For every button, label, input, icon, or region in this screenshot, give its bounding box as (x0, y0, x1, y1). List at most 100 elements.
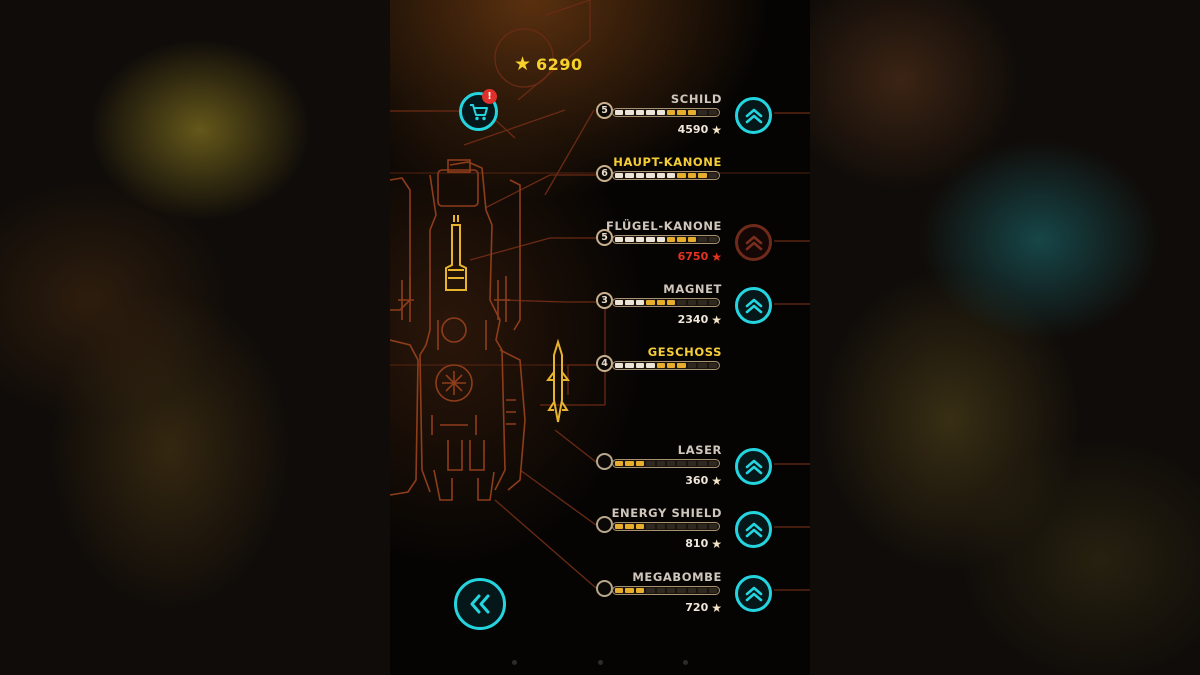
progress-segment (677, 363, 686, 368)
level-badge-energy-shield (596, 516, 613, 533)
progress-segment (667, 110, 676, 115)
upgrade-name-energy-shield: ENERGY SHIELD (611, 506, 722, 520)
progress-segment (625, 173, 634, 178)
back-button[interactable] (454, 578, 506, 630)
upgrade-name-haupt-kanone: HAUPT-KANONE (613, 155, 722, 169)
upgrade-cost-value: 6750 (677, 250, 709, 263)
upgrade-name-megabombe: MEGABOMBE (632, 570, 722, 584)
progress-segment (687, 363, 697, 368)
double-chevron-up-icon (745, 459, 762, 474)
star-icon: ★ (711, 312, 722, 327)
upgrade-cost-fluegel-kanone: 6750★ (678, 250, 722, 263)
progress-segment (708, 173, 718, 178)
progress-bar-schild (612, 108, 720, 117)
upgrade-cost-magnet: 2340★ (678, 313, 722, 326)
progress-segment (615, 461, 624, 466)
upgrade-button-energy-shield[interactable] (735, 511, 772, 548)
progress-segment (677, 173, 686, 178)
progress-segment (698, 300, 707, 305)
double-chevron-up-icon (745, 586, 762, 601)
progress-segment (625, 300, 634, 305)
progress-bar-laser (612, 459, 720, 468)
progress-segment (708, 461, 718, 466)
ship-blueprint (390, 0, 810, 591)
progress-segment (635, 524, 645, 529)
progress-segment (615, 588, 624, 593)
upgrade-cost-schild: 4590★ (678, 123, 722, 136)
progress-segment (698, 588, 707, 593)
progress-segment (708, 110, 718, 115)
upgrade-button-megabombe[interactable] (735, 575, 772, 612)
progress-segment (656, 110, 666, 115)
progress-segment (677, 237, 686, 242)
progress-segment (667, 363, 676, 368)
progress-segment (677, 110, 686, 115)
shop-alert-badge: ! (482, 89, 497, 104)
progress-segment (656, 588, 666, 593)
upgrade-name-laser: LASER (677, 443, 722, 457)
level-badge-laser (596, 453, 613, 470)
progress-segment (656, 363, 666, 368)
upgrade-cost-value: 4590 (677, 123, 709, 136)
upgrade-cost-megabombe: 720★ (685, 601, 722, 614)
upgrade-cost-value: 810 (685, 537, 709, 550)
progress-segment (698, 524, 707, 529)
progress-segment (687, 237, 697, 242)
progress-segment (698, 173, 707, 178)
progress-bar-magnet (612, 298, 720, 307)
double-chevron-up-icon (745, 298, 762, 313)
star-icon: ★ (711, 249, 722, 264)
progress-segment (677, 300, 686, 305)
page-indicator-dot (598, 660, 603, 665)
progress-segment (687, 110, 697, 115)
upgrade-name-geschoss: GESCHOSS (647, 345, 722, 359)
progress-segment (687, 524, 697, 529)
progress-segment (698, 363, 707, 368)
progress-segment (698, 237, 707, 242)
progress-segment (646, 300, 655, 305)
progress-segment (615, 173, 624, 178)
progress-segment (635, 461, 645, 466)
progress-segment (687, 588, 697, 593)
upgrade-button-laser[interactable] (735, 448, 772, 485)
star-icon: ★ (711, 473, 722, 488)
progress-segment (656, 173, 666, 178)
double-chevron-up-icon (745, 108, 762, 123)
progress-segment (646, 461, 655, 466)
upgrade-button-schild[interactable] (735, 97, 772, 134)
progress-segment (646, 110, 655, 115)
level-badge-schild: 5 (596, 102, 613, 119)
upgrade-cost-value: 2340 (677, 313, 709, 326)
upgrade-cost-energy-shield: 810★ (685, 537, 722, 550)
progress-bar-haupt-kanone (612, 171, 720, 180)
star-icon: ★ (711, 600, 722, 615)
upgrade-cost-value: 720 (685, 601, 709, 614)
upgrade-button-fluegel-kanone[interactable] (735, 224, 772, 261)
upgrade-cost-value: 360 (685, 474, 709, 487)
progress-segment (615, 300, 624, 305)
progress-segment (646, 173, 655, 178)
progress-segment (698, 461, 707, 466)
progress-segment (625, 524, 634, 529)
cart-icon (469, 103, 488, 120)
progress-segment (625, 110, 634, 115)
progress-bar-megabombe (612, 586, 720, 595)
progress-segment (656, 237, 666, 242)
progress-segment (667, 237, 676, 242)
progress-segment (615, 110, 624, 115)
upgrade-cost-laser: 360★ (685, 474, 722, 487)
star-balance-value: 6290 (536, 54, 583, 74)
progress-bar-energy-shield (612, 522, 720, 531)
progress-segment (708, 524, 718, 529)
progress-segment (708, 300, 718, 305)
progress-segment (635, 237, 645, 242)
upgrade-button-magnet[interactable] (735, 287, 772, 324)
upgrade-name-magnet: MAGNET (663, 282, 722, 296)
double-chevron-up-icon (745, 522, 762, 537)
progress-segment (677, 588, 686, 593)
progress-segment (667, 588, 676, 593)
progress-segment (625, 588, 634, 593)
progress-segment (667, 524, 676, 529)
progress-segment (656, 524, 666, 529)
